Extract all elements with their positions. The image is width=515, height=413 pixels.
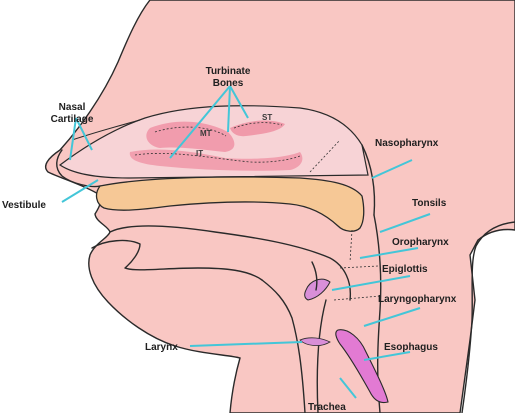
epiglottis-label: Epiglottis [382,264,428,275]
trachea-label: Trachea [308,402,346,413]
mt-label: MT [200,129,212,138]
turbinate-label-1: Turbinate [206,66,251,77]
tonsils-label: Tonsils [412,198,447,209]
esophagus-label: Esophagus [384,342,438,353]
oropharynx-label: Oropharynx [392,237,449,248]
larynx-label: Larynx [145,342,178,353]
turbinate-label-2: Bones [213,78,244,89]
nasal-cartilage-label-2: Cartilage [51,114,94,125]
nasopharynx-label: Nasopharynx [375,138,439,149]
vestibule-label: Vestibule [2,200,46,211]
it-label: IT [196,149,203,158]
nasal-cartilage-label-1: Nasal [59,102,86,113]
st-label: ST [262,113,272,122]
laryngopharynx-label: Laryngopharynx [378,294,457,305]
